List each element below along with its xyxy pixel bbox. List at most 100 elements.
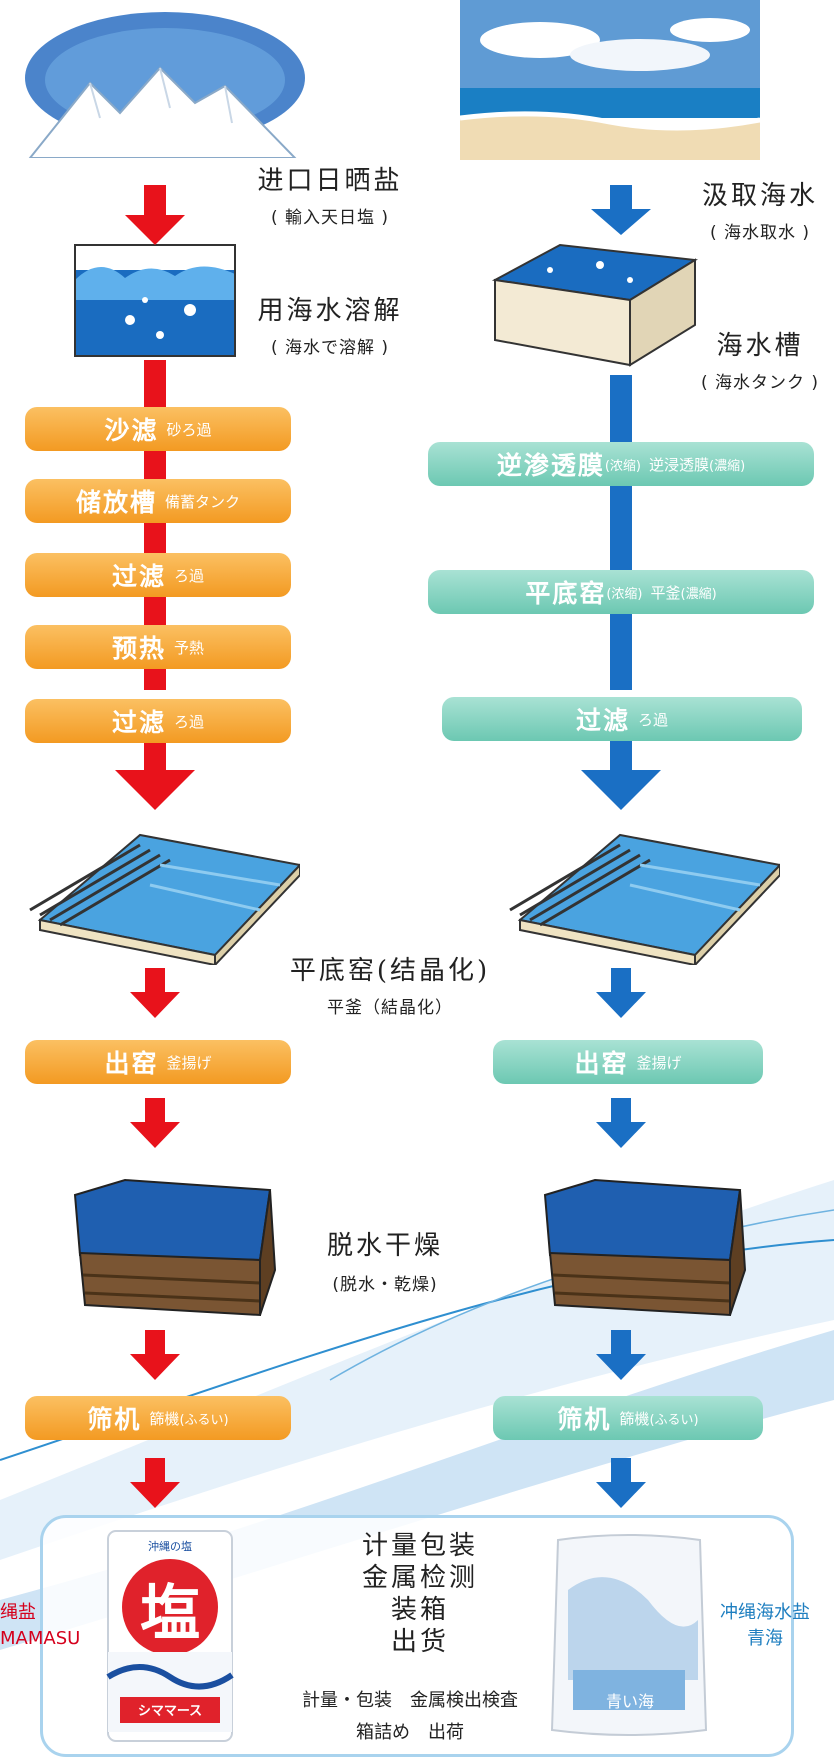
packaging-jp-line-2: 箱詰め 出荷	[356, 1722, 464, 1743]
left-pill-storage-tank: 储放槽 備蓄タンク	[25, 479, 291, 523]
right-pill-filter: 过滤 ろ過	[442, 697, 802, 741]
left-pill-preheat: 预热 予熱	[25, 625, 291, 669]
left-product-name-1: 绳盐	[0, 1602, 36, 1623]
left-out-main: 出窑	[104, 1049, 159, 1078]
packaging-line-2: 金属检测	[361, 1563, 478, 1593]
right-product-name-2: 青海	[747, 1628, 783, 1649]
left-pill-5-sub: ろ過	[174, 712, 205, 731]
dry-subtitle: (脱水・乾燥)	[332, 1275, 438, 1295]
left-bag-name: シママース	[137, 1704, 203, 1719]
left-pill-sieve: 筛机 篩機 (ふるい)	[25, 1396, 291, 1440]
left-arrow-2	[115, 740, 195, 810]
packaging-steps: 计量包装 金属检测 装箱 出货	[300, 1530, 540, 1658]
right-pill-flat-kiln: 平底窑 (浓缩) 平釜 (濃縮)	[428, 570, 814, 614]
right-arrow-1	[591, 185, 651, 235]
right-flow-shaft	[610, 375, 632, 690]
left-sieve-sub2: (ふるい)	[179, 1412, 229, 1428]
left-arrow-5	[130, 1330, 180, 1380]
left-out-sub: 釜揚げ	[166, 1053, 212, 1072]
right-arrow-5	[596, 1330, 646, 1380]
left-salt-bag-illustration	[106, 1530, 234, 1742]
mountain-salt-illustration	[25, 12, 305, 158]
left-bag-top-text: 沖縄の塩	[148, 1540, 192, 1553]
right-pill-1-sub2: (濃縮)	[709, 458, 746, 474]
right-sieve-sub2: (ふるい)	[649, 1412, 699, 1428]
right-pill-2-sub: 平釜	[650, 583, 681, 602]
left-step2-subtitle: ( 海水で溶解 )	[270, 338, 390, 358]
right-pill-out-of-kiln: 出窑 釜揚げ	[493, 1040, 763, 1084]
right-arrow-2	[581, 740, 661, 810]
left-pill-3-main: 过滤	[111, 562, 166, 591]
right-step1-caption: 汲取海水 ( 海水取水 )	[690, 175, 830, 243]
left-pill-5-main: 过滤	[111, 708, 166, 737]
right-sieve-main: 筛机	[557, 1405, 612, 1434]
right-pill-2-main: 平底窑	[525, 579, 607, 608]
left-pill-2-main: 储放槽	[75, 488, 157, 517]
left-pill-3-sub: ろ過	[174, 566, 205, 585]
right-step1-subtitle: ( 海水取水 )	[709, 223, 811, 243]
sea-beach-illustration	[460, 0, 760, 160]
right-pill-1-main: 逆渗透膜	[496, 451, 605, 480]
right-arrow-4	[596, 1098, 646, 1148]
left-pill-sand-filter: 沙滤 砂ろ過	[25, 407, 291, 451]
right-step2-title: 海水槽	[716, 331, 804, 361]
right-pill-2-paren: (浓缩)	[606, 586, 643, 602]
left-drying-crate-illustration	[73, 1178, 277, 1317]
right-step2-subtitle: ( 海水タンク )	[700, 373, 820, 393]
left-arrow-3	[130, 968, 180, 1018]
packaging-line-1: 计量包装	[361, 1531, 478, 1561]
left-pill-out-of-kiln: 出窑 釜揚げ	[25, 1040, 291, 1084]
left-arrow-4	[130, 1098, 180, 1148]
left-step1-title: 进口日晒盐	[257, 166, 403, 196]
dry-title: 脱水干燥	[326, 1231, 443, 1261]
packaging-line-3: 装箱	[390, 1595, 449, 1625]
left-arrow-1	[125, 185, 185, 245]
left-arrow-6	[130, 1458, 180, 1508]
left-product-label: 绳盐 MAMASU	[0, 1600, 96, 1652]
left-pill-1-sub: 砂ろ過	[166, 420, 212, 439]
right-pill-reverse-osmosis: 逆渗透膜 (浓缩) 逆浸透膜 (濃縮)	[428, 442, 814, 486]
left-sieve-sub: 篩機	[149, 1409, 180, 1428]
right-drying-crate-illustration	[543, 1178, 747, 1317]
crystallize-caption: 平底窑(结晶化) 平釜（結晶化）	[275, 950, 505, 1018]
dry-caption: 脱水干燥 (脱水・乾燥)	[315, 1225, 455, 1295]
left-bag-big-glyph: 塩	[140, 1579, 200, 1649]
left-pill-4-sub: 予熱	[174, 638, 205, 657]
right-pill-3-main: 过滤	[575, 706, 630, 735]
right-salt-bag-illustration	[550, 1534, 708, 1736]
left-pill-filter-2: 过滤 ろ過	[25, 699, 291, 743]
right-sieve-sub: 篩機	[619, 1409, 650, 1428]
dissolve-tank-illustration	[74, 244, 236, 357]
right-pill-3-sub: ろ過	[638, 710, 669, 729]
left-pill-filter-1: 过滤 ろ過	[25, 553, 291, 597]
packaging-line-4: 出货	[390, 1627, 449, 1657]
left-pill-1-main: 沙滤	[104, 416, 159, 445]
left-step1-subtitle: ( 輸入天日塩 )	[270, 208, 390, 228]
left-sieve-main: 筛机	[87, 1405, 142, 1434]
right-step2-caption: 海水槽 ( 海水タンク )	[690, 325, 830, 393]
right-step1-title: 汲取海水	[701, 181, 818, 211]
right-out-main: 出窑	[574, 1049, 629, 1078]
seawater-tank-illustration	[491, 243, 699, 367]
left-step2-caption: 用海水溶解 ( 海水で溶解 )	[240, 290, 420, 358]
crystallize-subtitle: 平釜（結晶化）	[327, 998, 453, 1018]
right-bag-name: 青い海	[605, 1692, 654, 1711]
right-product-name-1: 冲绳海水盐	[720, 1602, 810, 1623]
packaging-jp-line-1: 計量・包装 金属検出検査	[302, 1690, 518, 1711]
left-flat-pan-illustration	[29, 833, 300, 965]
left-pill-4-main: 预热	[111, 634, 166, 663]
left-step1-caption: 进口日晒盐 ( 輸入天日塩 )	[240, 160, 420, 228]
right-arrow-3	[596, 968, 646, 1018]
right-pill-2-sub2: (濃縮)	[680, 586, 717, 602]
left-pill-2-sub: 備蓄タンク	[165, 492, 241, 511]
crystallize-title: 平底窑(结晶化)	[289, 956, 491, 986]
right-pill-1-paren: (浓缩)	[604, 458, 641, 474]
left-product-name-2: MAMASU	[0, 1628, 81, 1649]
right-pill-sieve: 筛机 篩機 (ふるい)	[493, 1396, 763, 1440]
right-out-sub: 釜揚げ	[636, 1053, 682, 1072]
right-product-label: 冲绳海水盐 青海	[700, 1600, 830, 1652]
right-arrow-6	[596, 1458, 646, 1508]
left-step2-title: 用海水溶解	[257, 296, 403, 326]
right-flat-pan-illustration	[509, 833, 780, 965]
right-pill-1-sub: 逆浸透膜	[649, 455, 710, 474]
